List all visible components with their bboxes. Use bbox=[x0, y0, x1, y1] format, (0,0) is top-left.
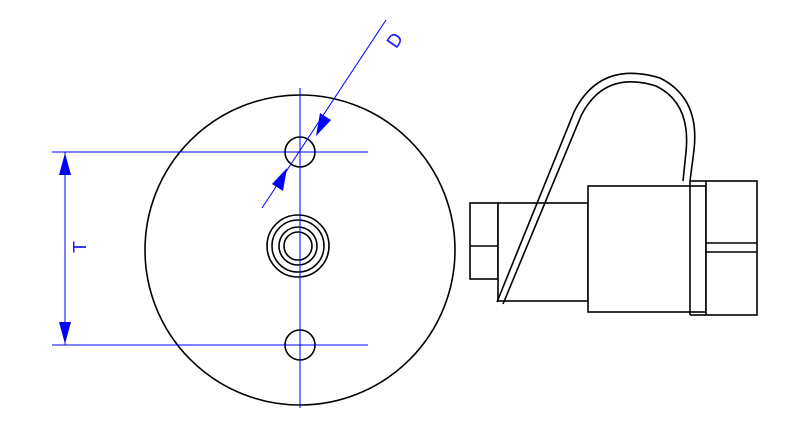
spacing-label: T bbox=[70, 241, 91, 254]
dimension-arrows bbox=[59, 113, 331, 344]
connector-body bbox=[497, 202, 589, 302]
diameter-label: D bbox=[383, 29, 408, 52]
part-outline bbox=[144, 72, 758, 406]
connector-cap bbox=[689, 180, 758, 316]
retaining-wire bbox=[496, 72, 696, 303]
center-boss bbox=[266, 214, 330, 278]
diameter-arrow-upper bbox=[316, 113, 331, 136]
spacing-arrow-top bbox=[59, 153, 71, 175]
connector-neck bbox=[469, 202, 499, 280]
spacing-arrow-bottom bbox=[59, 322, 71, 344]
connector-sleeve bbox=[587, 185, 707, 313]
diameter-arrow-lower bbox=[272, 168, 287, 191]
